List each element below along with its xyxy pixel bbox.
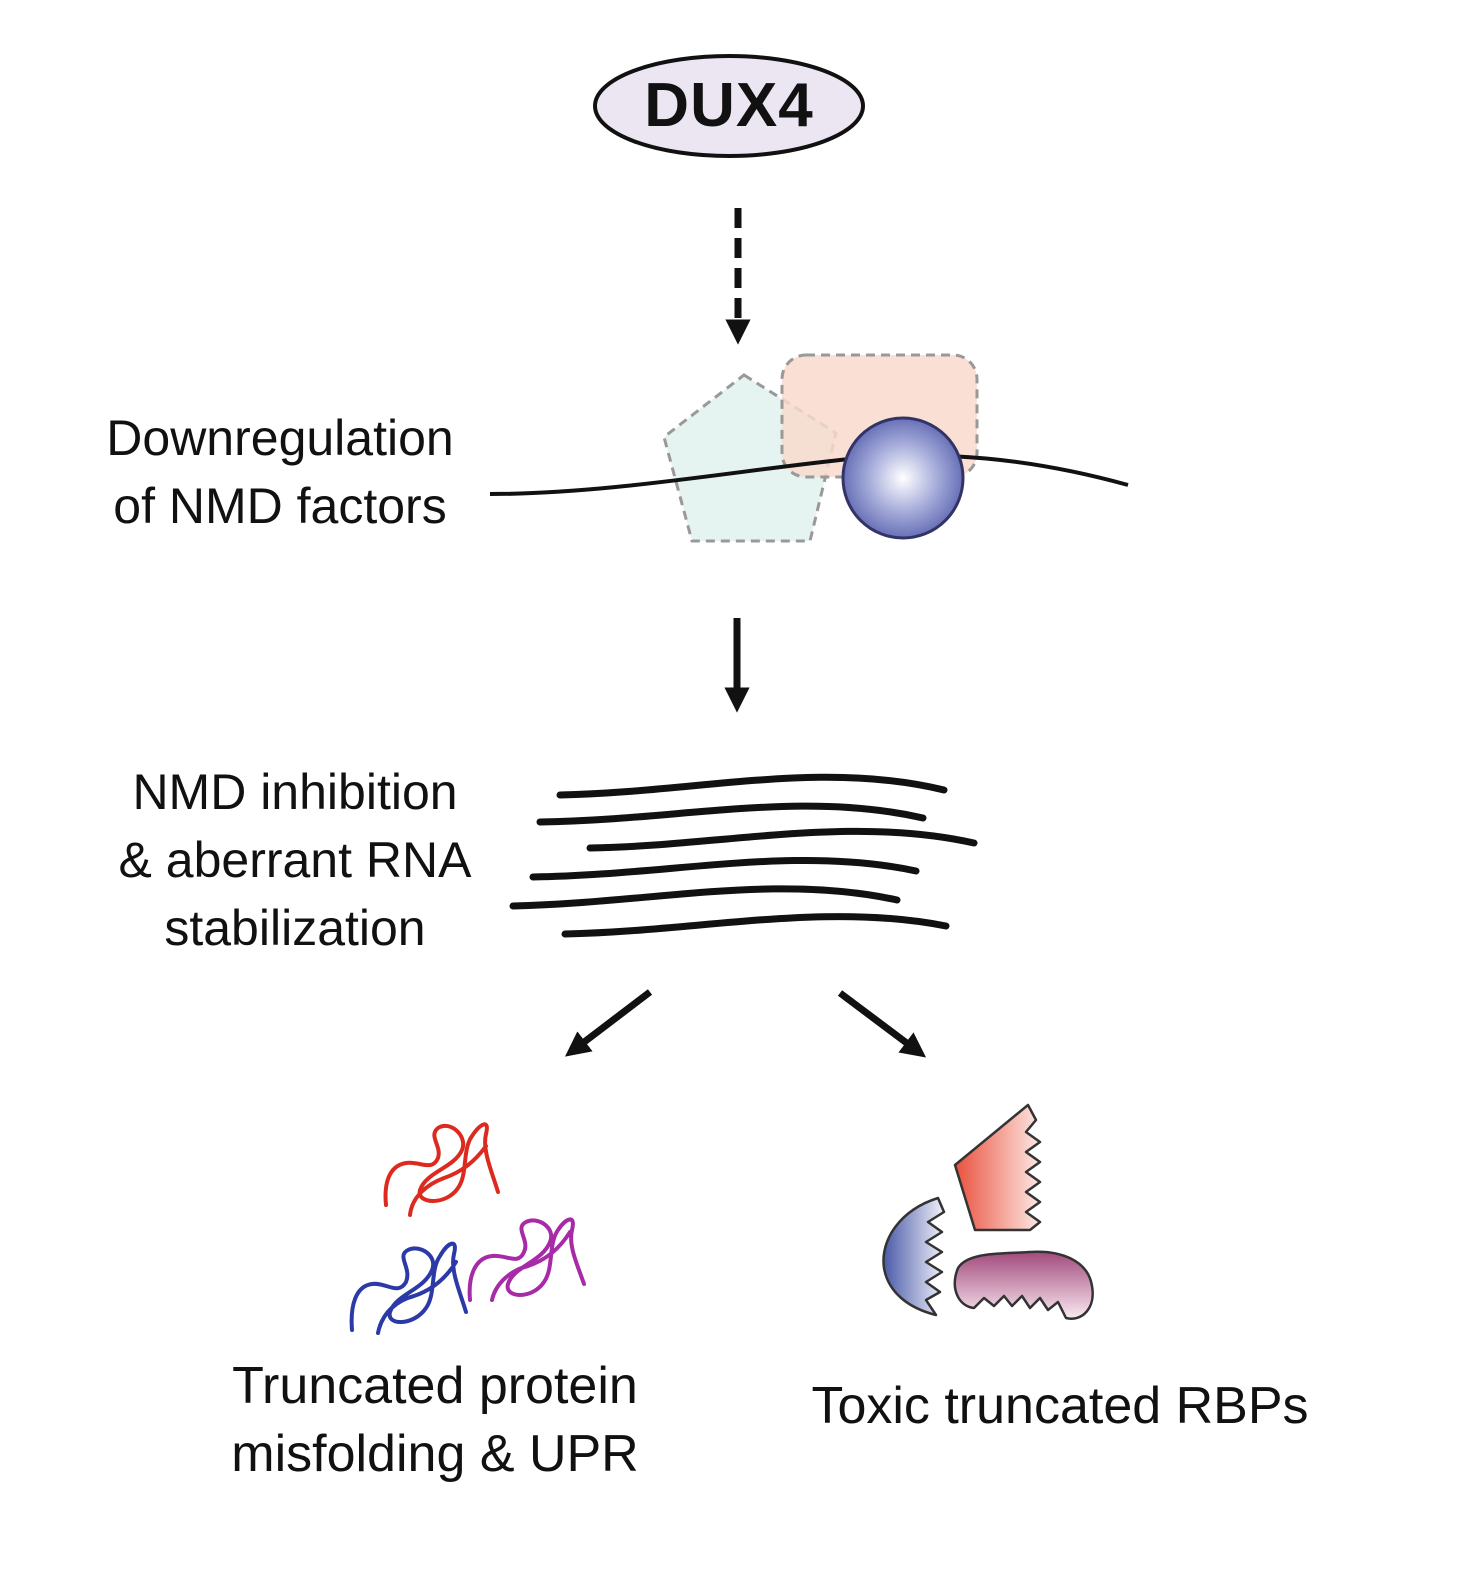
aberrant-rna-strands [509,773,978,938]
toxic-rbps-label-line: Toxic truncated RBPs [811,1377,1309,1435]
rna-strand [556,773,948,799]
rbp-fragment-purple [953,1250,1094,1320]
rbp-fragment-red [953,1103,1042,1232]
nmd-inhibition-label-line: & aberrant RNA [118,832,472,888]
rna-strand [536,802,927,826]
nmd-inhibition-label-line: NMD inhibition [132,764,458,820]
nmd-inhibition-label-line: stabilization [164,900,426,956]
arrow-to-toxic-rbps [837,990,927,1058]
arrow-to-protein-misfolding [564,989,653,1057]
misfolded-protein-red [383,1122,500,1217]
protein-misfolding-label-line: Truncated protein [232,1357,638,1415]
nmd-inhibition-label: NMD inhibition & aberrant RNA stabilizat… [70,758,520,962]
rna-strand [509,885,901,910]
ribosome-sphere [841,416,965,540]
dux4-label: DUX4 [644,71,814,140]
mrna-strand [489,453,1129,496]
rna-strand [586,827,978,852]
protein-misfolding-label-line: misfolding & UPR [231,1425,639,1483]
rna-strand [561,913,950,938]
misfolded-protein-purple [467,1217,586,1302]
protein-misfolding-label: Truncated protein misfolding & UPR [190,1352,680,1488]
rbp-fragment-blue [882,1196,946,1317]
toxic-rbps-label: Toxic truncated RBPs [770,1372,1350,1440]
downregulation-label: Downregulation of NMD factors [60,404,500,540]
nmd-factor-complex [489,353,1129,543]
rna-strand [529,856,920,881]
downregulation-label-line: Downregulation [106,410,454,466]
dux4-node [593,54,865,158]
misfolded-proteins [349,1122,586,1335]
downregulation-label-line: of NMD factors [113,478,447,534]
misfolded-protein-blue [349,1241,468,1335]
truncated-rbps [882,1103,1094,1320]
